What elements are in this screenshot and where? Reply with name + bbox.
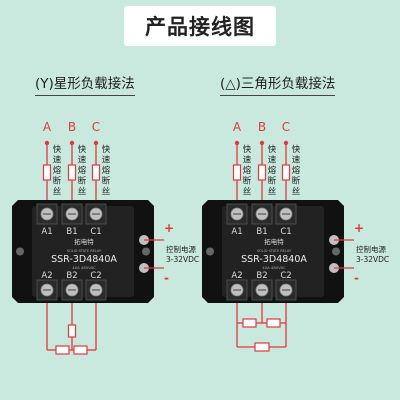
fuse-label-char: 丝 xyxy=(78,186,87,197)
load-resistor-ab xyxy=(242,318,257,328)
fuse-label-char: 丝 xyxy=(102,186,111,197)
relay-subtext: SOLID STATE RELAY xyxy=(257,249,292,253)
fuse-label-char: 断 xyxy=(102,176,111,187)
terminal-label-b2: B2 xyxy=(256,271,267,281)
control-power-label: 控制电源 xyxy=(356,244,386,254)
phase-label-a: A xyxy=(43,120,52,134)
terminal-label-c2: C2 xyxy=(280,271,291,281)
load-resistor-b xyxy=(67,324,77,338)
fuse-label-char: 熔 xyxy=(78,165,87,176)
control-plus-sign: + xyxy=(354,221,364,235)
load-resistor-a xyxy=(55,345,70,355)
phase-label-b: B xyxy=(68,120,76,134)
fuse-a xyxy=(42,164,52,181)
fuse-label-char: 断 xyxy=(53,176,62,187)
load-resistor-ca xyxy=(254,342,270,352)
fuse-label-char: 断 xyxy=(78,176,87,187)
fuse-label-char: 丝 xyxy=(53,186,62,197)
page-title: 产品接线图 xyxy=(124,6,276,46)
relay-face xyxy=(222,206,324,297)
terminal-label-a2: A2 xyxy=(41,271,52,281)
fuse-label-char: 快 xyxy=(292,144,301,155)
fuse-label-char: 快 xyxy=(53,144,62,155)
phase-label-b: B xyxy=(258,120,266,134)
relay-subtext2: 40A 480VAC xyxy=(262,265,286,270)
load-resistor-bc xyxy=(266,318,281,328)
fuse-label-char: 断 xyxy=(268,176,277,187)
fuse-label-char: 丝 xyxy=(268,186,277,197)
delta-connection-label: (△)三角形负载接法 xyxy=(220,72,336,96)
relay-face xyxy=(32,206,134,297)
fuse-label-char: 熔 xyxy=(243,165,252,176)
relay-brand: 拓电特 xyxy=(264,237,284,246)
terminal-label-c1: C1 xyxy=(90,227,101,237)
fuse-label-char: 速 xyxy=(292,156,301,166)
terminal-label-b2: B2 xyxy=(66,271,77,281)
phase-label-a: A xyxy=(233,120,242,134)
mounting-hole xyxy=(16,247,24,256)
mounting-hole xyxy=(332,247,340,256)
mounting-hole xyxy=(142,247,150,256)
fuse-c xyxy=(91,164,101,181)
page-title-text: 产品接线图 xyxy=(145,15,255,39)
phase-label-c: C xyxy=(282,120,290,134)
fuse-label-char: 速 xyxy=(268,156,277,166)
relay-model: SSR-3D4840A xyxy=(51,254,117,265)
star-connection-label: (Y)星形负载接法 xyxy=(35,72,135,96)
control-minus-sign: - xyxy=(164,271,169,285)
fuse-label-char: 断 xyxy=(243,176,252,187)
fuse-label-char: 熔 xyxy=(102,165,111,176)
control-voltage-label: 3-32VDC xyxy=(356,255,389,264)
control-minus-sign: - xyxy=(354,271,359,285)
fuse-label-char: 速 xyxy=(78,156,87,166)
fuse-label-char: 快 xyxy=(102,144,111,155)
terminal-label-b1: B1 xyxy=(66,227,77,237)
terminal-label-c1: C1 xyxy=(280,227,291,237)
fuse-label-char: 丝 xyxy=(243,186,252,197)
load-resistor-c xyxy=(73,345,88,355)
fuse-b xyxy=(257,164,267,181)
fuse-label-char: 速 xyxy=(102,156,111,166)
terminal-label-a2: A2 xyxy=(231,271,242,281)
fuse-label-char: 快 xyxy=(243,144,252,155)
terminal-label-b1: B1 xyxy=(256,227,267,237)
mounting-hole xyxy=(206,247,214,256)
terminal-label-a1: A1 xyxy=(231,227,242,237)
fuse-label-char: 速 xyxy=(53,156,62,166)
phase-label-c: C xyxy=(92,120,100,134)
relay-model: SSR-3D4840A xyxy=(241,254,307,265)
fuse-label-char: 丝 xyxy=(292,186,301,197)
control-voltage-label: 3-32VDC xyxy=(166,255,199,264)
fuse-label-char: 熔 xyxy=(268,165,277,176)
fuse-label-char: 快 xyxy=(78,144,87,155)
control-power-label: 控制电源 xyxy=(166,244,196,254)
terminal-label-c2: C2 xyxy=(90,271,101,281)
fuse-label-char: 速 xyxy=(243,156,252,166)
fuse-c xyxy=(281,164,291,181)
fuse-label-char: 断 xyxy=(292,176,301,187)
fuse-label-char: 快 xyxy=(268,144,277,155)
control-plus-sign: + xyxy=(164,221,174,235)
fuse-label-char: 熔 xyxy=(292,165,301,176)
terminal-label-a1: A1 xyxy=(41,227,52,237)
fuse-b xyxy=(67,164,77,181)
relay-subtext: SOLID STATE RELAY xyxy=(67,249,102,253)
relay-subtext2: 40A 480VAC xyxy=(72,265,96,270)
fuse-label-char: 熔 xyxy=(53,165,62,176)
fuse-a xyxy=(232,164,242,181)
relay-brand: 拓电特 xyxy=(74,237,94,246)
